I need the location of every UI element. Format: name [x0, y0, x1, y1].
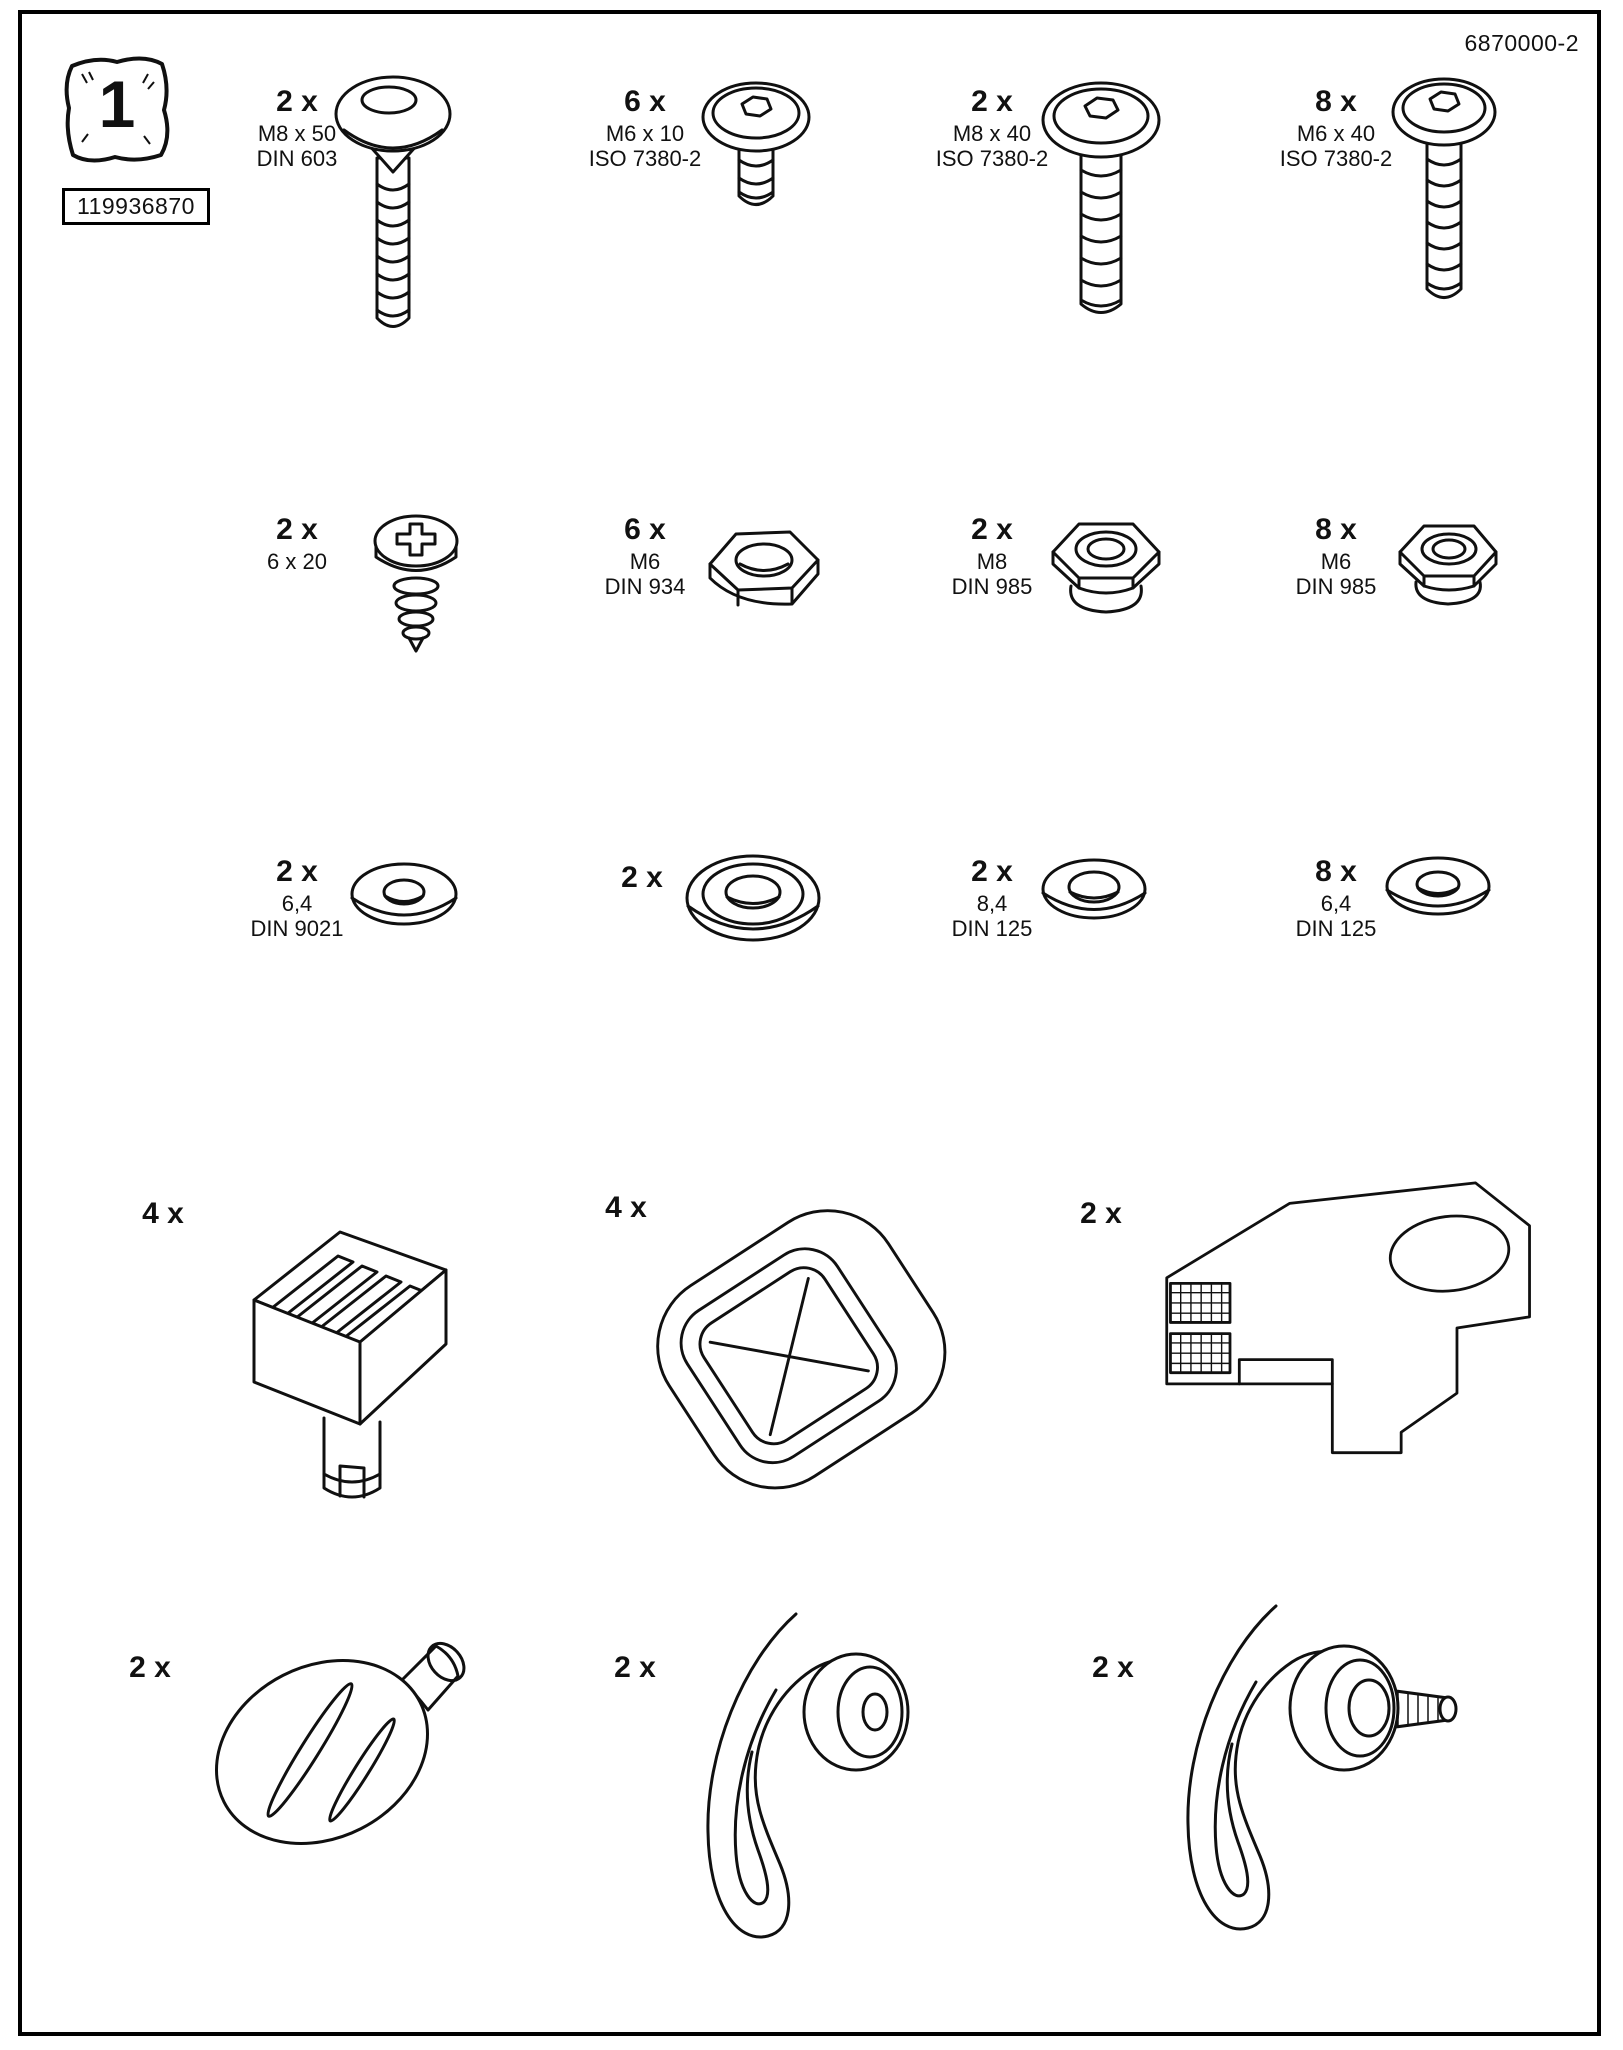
item-label: 2 x	[580, 1652, 690, 1687]
item-qty: 2 x	[1092, 1651, 1134, 1684]
item-qty: 4 x	[142, 1197, 184, 1230]
item-label: 2 x	[587, 862, 697, 897]
item-qty: 2 x	[971, 513, 1013, 546]
flat-washer-m6-art	[1385, 856, 1491, 916]
item-spec: DIN 125	[1295, 915, 1377, 941]
item-label: 8 x 6,4 DIN 125	[1246, 856, 1426, 941]
item-label: 6 x M6 x 10 ISO 7380-2	[555, 86, 735, 171]
item-label: 2 x M8 x 40 ISO 7380-2	[902, 86, 1082, 171]
item-qty: 2 x	[276, 85, 318, 118]
item-spec: ISO 7380-2	[1279, 145, 1393, 171]
carriage-bolt-art	[334, 75, 452, 328]
item-spec: DIN 125	[951, 915, 1033, 941]
item-qty: 6 x	[624, 85, 666, 118]
glide-block-art	[252, 1230, 448, 1499]
item-label: 4 x	[571, 1192, 681, 1227]
item-spec: 6,4	[281, 890, 313, 916]
mounting-bracket-art	[1165, 1181, 1531, 1455]
item-label: 2 x 8,4 DIN 125	[902, 856, 1082, 941]
item-spec: ISO 7380-2	[588, 145, 702, 171]
lock-nut-m8-art	[1051, 522, 1161, 614]
item-label: 8 x M6 DIN 985	[1246, 514, 1426, 599]
item-qty: 2 x	[621, 861, 663, 894]
item-label: 2 x	[1058, 1652, 1168, 1687]
part-code-box: 119936870	[62, 188, 210, 225]
item-spec: M6 x 40	[1296, 120, 1376, 146]
item-qty: 8 x	[1315, 513, 1357, 546]
item-label: 8 x M6 x 40 ISO 7380-2	[1246, 86, 1426, 171]
item-spec: M8 x 50	[257, 120, 337, 146]
item-spec: 8,4	[976, 890, 1008, 916]
item-spec: DIN 985	[1295, 573, 1377, 599]
item-spec: ISO 7380-2	[935, 145, 1049, 171]
item-qty: 2 x	[276, 513, 318, 546]
item-spec: M6	[629, 548, 661, 574]
corner-cap-art	[656, 1209, 947, 1490]
item-spec: M6	[1320, 548, 1352, 574]
item-qty: 4 x	[605, 1191, 647, 1224]
item-spec: 6 x 20	[267, 548, 327, 574]
lock-nut-m6-art	[1398, 524, 1498, 606]
button-head-screw-m8-art	[1041, 81, 1161, 314]
item-spec: 6,4	[1320, 890, 1352, 916]
item-qty: 2 x	[276, 855, 318, 888]
bag-outline-icon	[64, 56, 170, 163]
doc-number: 6870000-2	[1464, 30, 1579, 56]
item-label: 2 x M8 DIN 985	[902, 514, 1082, 599]
hardware-bag-icon: 1	[56, 50, 178, 170]
item-spec: DIN 603	[256, 145, 338, 171]
clamp-lever-art	[706, 1612, 910, 1939]
item-qty: 8 x	[1315, 85, 1357, 118]
item-label: 2 x	[95, 1652, 205, 1687]
button-head-screw-short-art	[701, 81, 811, 206]
clamp-lever-stud-art	[1186, 1604, 1458, 1931]
button-head-screw-m6-long-art	[1391, 77, 1497, 299]
flat-washer-m8-art	[1041, 858, 1147, 920]
item-label: 2 x	[1046, 1198, 1156, 1233]
item-label: 6 x M6 DIN 934	[555, 514, 735, 599]
item-spec: M8	[976, 548, 1008, 574]
item-label: 2 x M8 x 50 DIN 603	[222, 86, 372, 171]
item-qty: 6 x	[624, 513, 666, 546]
bag-number: 1	[98, 67, 136, 141]
item-qty: 2 x	[1080, 1197, 1122, 1230]
item-qty: 8 x	[1315, 855, 1357, 888]
item-qty: 2 x	[971, 855, 1013, 888]
pan-head-screw-art	[373, 514, 459, 653]
large-flat-washer-art	[350, 862, 458, 926]
knob-art	[214, 1641, 466, 1845]
hex-nut-art	[708, 530, 820, 607]
page-border	[18, 10, 1601, 2036]
shoulder-washer-art	[685, 854, 821, 942]
item-label: 2 x 6,4 DIN 9021	[222, 856, 372, 941]
item-label: 2 x 6 x 20	[222, 514, 372, 574]
item-spec: DIN 934	[604, 573, 686, 599]
item-label: 4 x	[108, 1198, 218, 1233]
item-spec: M6 x 10	[605, 120, 685, 146]
item-spec: DIN 9021	[250, 915, 344, 941]
item-spec: DIN 985	[951, 573, 1033, 599]
item-spec: M8 x 40	[952, 120, 1032, 146]
item-qty: 2 x	[614, 1651, 656, 1684]
item-qty: 2 x	[971, 85, 1013, 118]
item-qty: 2 x	[129, 1651, 171, 1684]
